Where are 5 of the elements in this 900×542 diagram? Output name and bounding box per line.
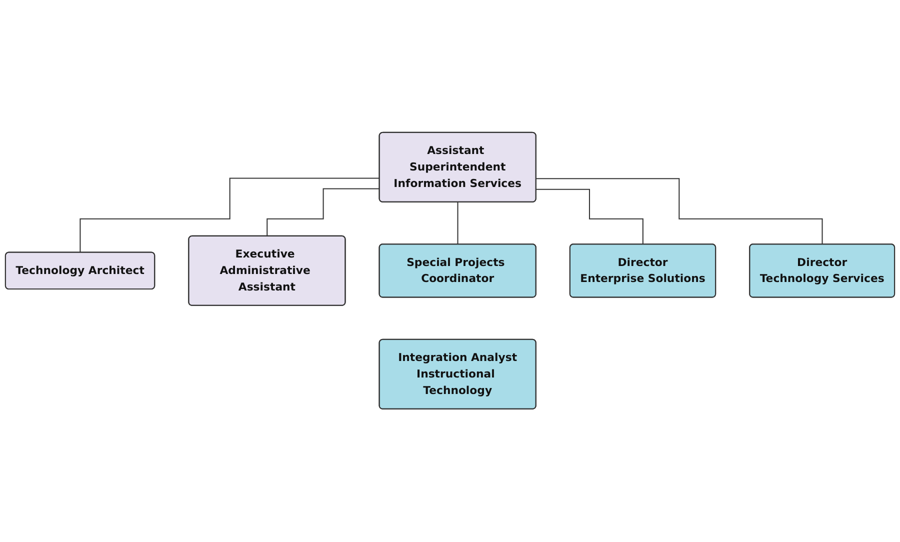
connector [457,202,458,246]
connector [266,188,380,238]
connector [80,178,380,254]
connector [536,189,644,246]
connector [536,178,823,246]
